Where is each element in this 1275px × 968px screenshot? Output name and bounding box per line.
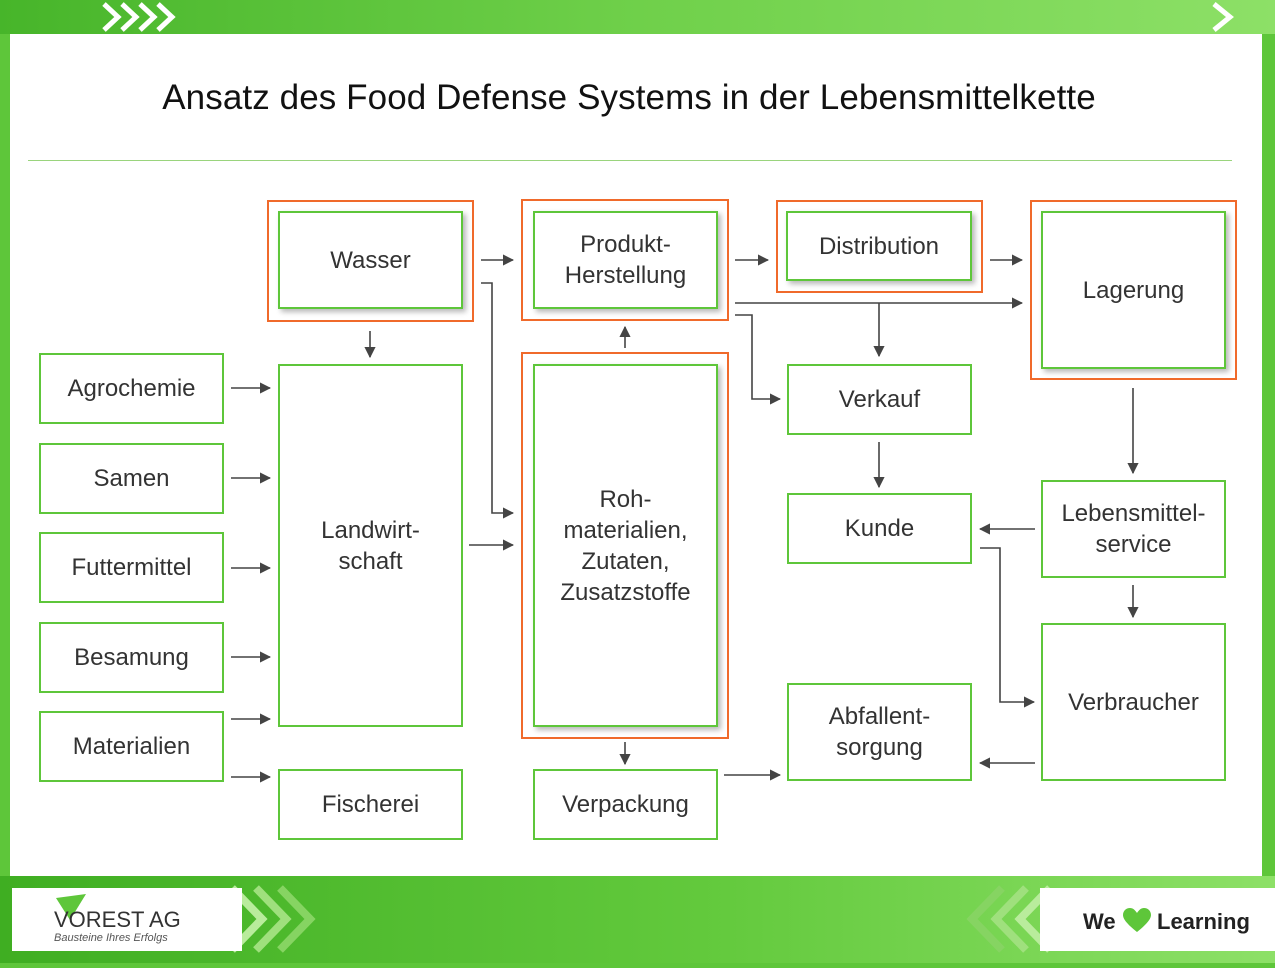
node-lebensmittelservice: Lebensmittel- service <box>1041 480 1226 578</box>
company-logo: VOREST AG <box>54 907 181 932</box>
node-besamung: Besamung <box>39 622 224 693</box>
node-fischerei: Fischerei <box>278 769 463 840</box>
node-verbraucher: Verbraucher <box>1041 623 1226 781</box>
title-divider <box>28 160 1232 161</box>
node-rohmaterialien: Roh- materialien, Zutaten, Zusatzstoffe <box>533 364 718 727</box>
highlight-frame-produkt <box>521 199 729 321</box>
node-landwirtschaft: Landwirt- schaft <box>278 364 463 727</box>
node-materialien: Materialien <box>39 711 224 782</box>
node-futtermittel: Futtermittel <box>39 532 224 603</box>
slogan-card <box>1040 888 1275 951</box>
heart-icon <box>1123 908 1151 932</box>
node-verkauf: Verkauf <box>787 364 972 435</box>
slogan-learning: Learning <box>1157 909 1250 934</box>
node-agrochemie: Agrochemie <box>39 353 224 424</box>
logo-mark-icon <box>56 894 86 920</box>
node-verpackung: Verpackung <box>533 769 718 840</box>
highlight-frame-distribution <box>776 200 983 293</box>
highlight-frame-rohmaterialien <box>521 352 729 739</box>
node-wasser: Wasser <box>278 211 463 309</box>
highlight-frame-lagerung <box>1030 200 1237 380</box>
top-banner <box>0 0 1275 34</box>
node-samen: Samen <box>39 443 224 514</box>
company-tagline: Bausteine Ihres Erfolgs <box>54 932 168 944</box>
arrow-produkt-verkauf <box>735 314 782 405</box>
page-title: Ansatz des Food Defense Systems in der L… <box>162 78 1096 117</box>
node-produkt-herstellung: Produkt- Herstellung <box>533 211 718 309</box>
node-distribution: Distribution <box>786 211 972 281</box>
company-logo-card <box>12 888 242 951</box>
slogan-we: We <box>1083 909 1116 934</box>
highlight-frame-wasser <box>267 200 474 322</box>
node-lagerung: Lagerung <box>1041 211 1226 369</box>
node-abfallentsorgung: Abfallent- sorgung <box>787 683 972 781</box>
top-chevrons <box>102 2 1234 32</box>
arrow-wasser-rohmaterialien <box>481 282 515 519</box>
arrow-kunde-verbraucher <box>980 547 1036 708</box>
node-kunde: Kunde <box>787 493 972 564</box>
